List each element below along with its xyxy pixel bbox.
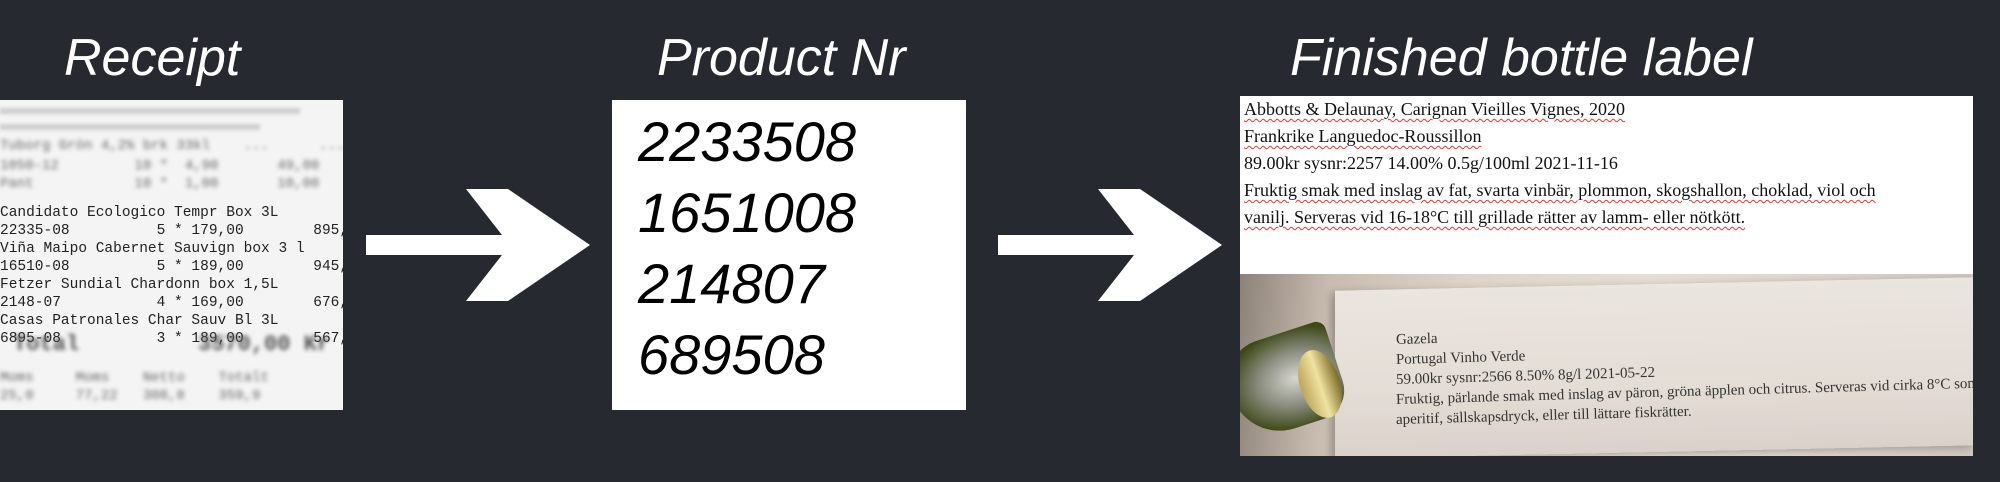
bottle-label-title: Finished bottle label [1290,29,1753,87]
receipt-line: 16510-08 5 * 189,00 945,00 [0,259,343,275]
product-number: 1651008 [638,181,857,244]
product-nr-title: Product Nr [657,29,906,87]
product-numbers-panel: 2233508 1651008 214807 689508 [612,100,966,410]
printed-label-photo: Gazela Portugal Vinho Verde 59.00kr sysn… [1240,274,1973,456]
arrow-right-icon [998,189,1222,301]
arrow-right-icon [366,189,590,301]
label-line-description: vanilj. Serveras vid 16-18°C till grilla… [1244,207,1746,227]
label-line-description: Fruktig smak med inslag av fat, svarta v… [1244,180,1876,200]
photo-label-line: Gazela [1395,330,1438,348]
receipt-image: Tuborg Grön 4,2% brk 33kl ... ... 1050-1… [0,100,343,410]
label-line-region: Frankrike Languedoc-Roussillon [1244,126,1482,146]
receipt-line: 2148-07 4 * 169,00 676,00 [0,295,343,311]
receipt-line: 22335-08 5 * 179,00 895,00 [0,223,343,239]
photo-label-line: Portugal Vinho Verde [1395,348,1526,368]
receipt-line: Casas Patronales Char Sauv Bl 3L [0,313,279,329]
receipt-line: Fetzer Sundial Chardonn box 1,5L [0,277,279,293]
label-line-wine-name: Abbotts & Delaunay, Carignan Vieilles Vi… [1244,99,1625,119]
label-line-price-info: 89.00kr sysnr:2257 14.00% 0.5g/100ml 202… [1244,153,1618,173]
receipt-line: Candidato Ecologico Tempr Box 3L [0,205,279,221]
receipt-line: Viña Maipo Cabernet Sauvign box 3 l [0,241,305,257]
product-number: 214807 [638,252,825,315]
product-number: 689508 [638,323,825,386]
receipt-title: Receipt [64,29,241,87]
receipt-line: 6895-08 3 * 189,00 567,00 [0,331,343,347]
bottle-label-panel: Abbotts & Delaunay, Carignan Vieilles Vi… [1240,96,1973,456]
product-number: 2233508 [638,110,857,173]
